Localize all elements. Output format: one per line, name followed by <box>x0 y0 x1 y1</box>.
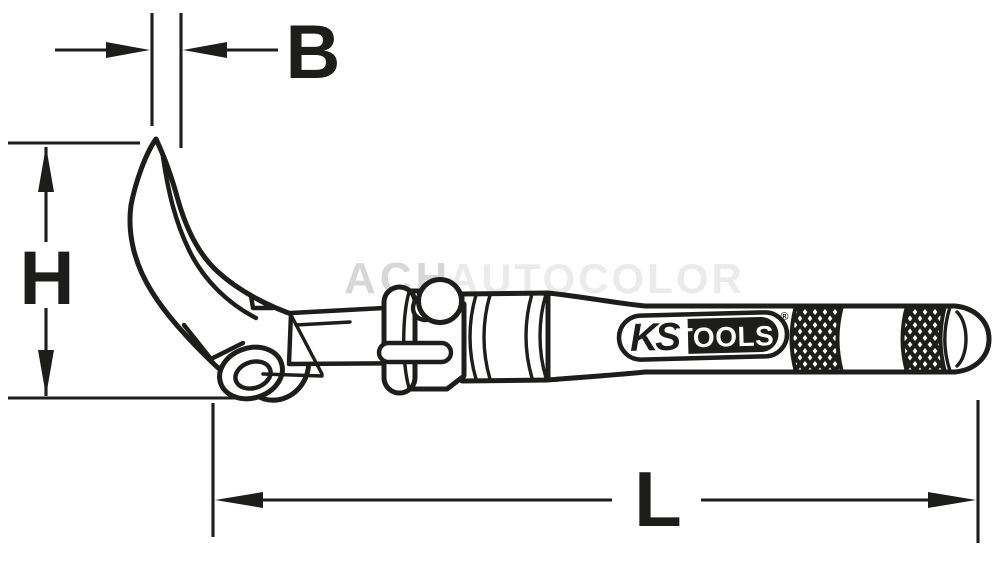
ferrule-ring-2a <box>524 292 534 380</box>
claw-face-line <box>181 322 246 362</box>
dim-b-arrow-left <box>106 42 150 58</box>
ferrule-ring-2b <box>538 292 548 380</box>
shaft-detail-line <box>294 320 352 327</box>
ferrule-ring-1a <box>468 293 478 381</box>
dimension-label-l: L <box>634 455 682 543</box>
end-cap-highlight <box>955 310 968 368</box>
dimension-l: L <box>211 400 980 543</box>
ball-sphere <box>416 277 464 325</box>
dimension-label-b: B <box>286 10 341 95</box>
ball-knob <box>410 277 464 325</box>
slot-tab <box>376 340 454 365</box>
claw-inner-edge-line <box>160 154 259 321</box>
boss-inner-ring <box>233 359 273 391</box>
dimension-h: H <box>8 141 255 400</box>
dim-b-arrow-right <box>183 42 227 58</box>
end-cap-separator <box>943 305 952 373</box>
knurl-band-1 <box>789 304 845 374</box>
dimension-b: B <box>55 10 340 148</box>
logo-tools-text: TOOLS <box>675 320 774 354</box>
dimension-label-h: H <box>20 236 75 321</box>
knurl-band-2 <box>900 304 948 374</box>
collar-flange <box>381 284 418 396</box>
slot-tab-shape <box>376 340 454 365</box>
knurl-band-1-shape <box>789 304 845 374</box>
knurl-band-2-shape <box>900 304 948 374</box>
claw-shaft-junction-line-2 <box>261 372 324 378</box>
dim-h-arrow-up <box>38 146 54 192</box>
ferrule-ring-1b <box>482 293 492 381</box>
logo-ks-text: KS <box>629 316 681 360</box>
claw-nail-notch <box>248 293 276 311</box>
ferrule-body <box>459 290 551 384</box>
ks-tools-logo: KS TOOLS ® <box>616 310 790 362</box>
collar-flange-rim <box>402 290 411 390</box>
claw-head <box>127 136 312 403</box>
ferrule <box>459 290 551 384</box>
tool-illustration: KS TOOLS ® <box>127 136 992 403</box>
dim-l-arrow-right <box>928 492 976 508</box>
claw-shaft-junction-line-1 <box>289 313 324 376</box>
logo-registered-mark: ® <box>780 311 788 323</box>
pivot-boss <box>217 344 285 402</box>
dim-h-arrow-down <box>38 350 54 396</box>
dim-l-arrow-left <box>215 492 263 508</box>
logo-black-box <box>687 316 779 354</box>
